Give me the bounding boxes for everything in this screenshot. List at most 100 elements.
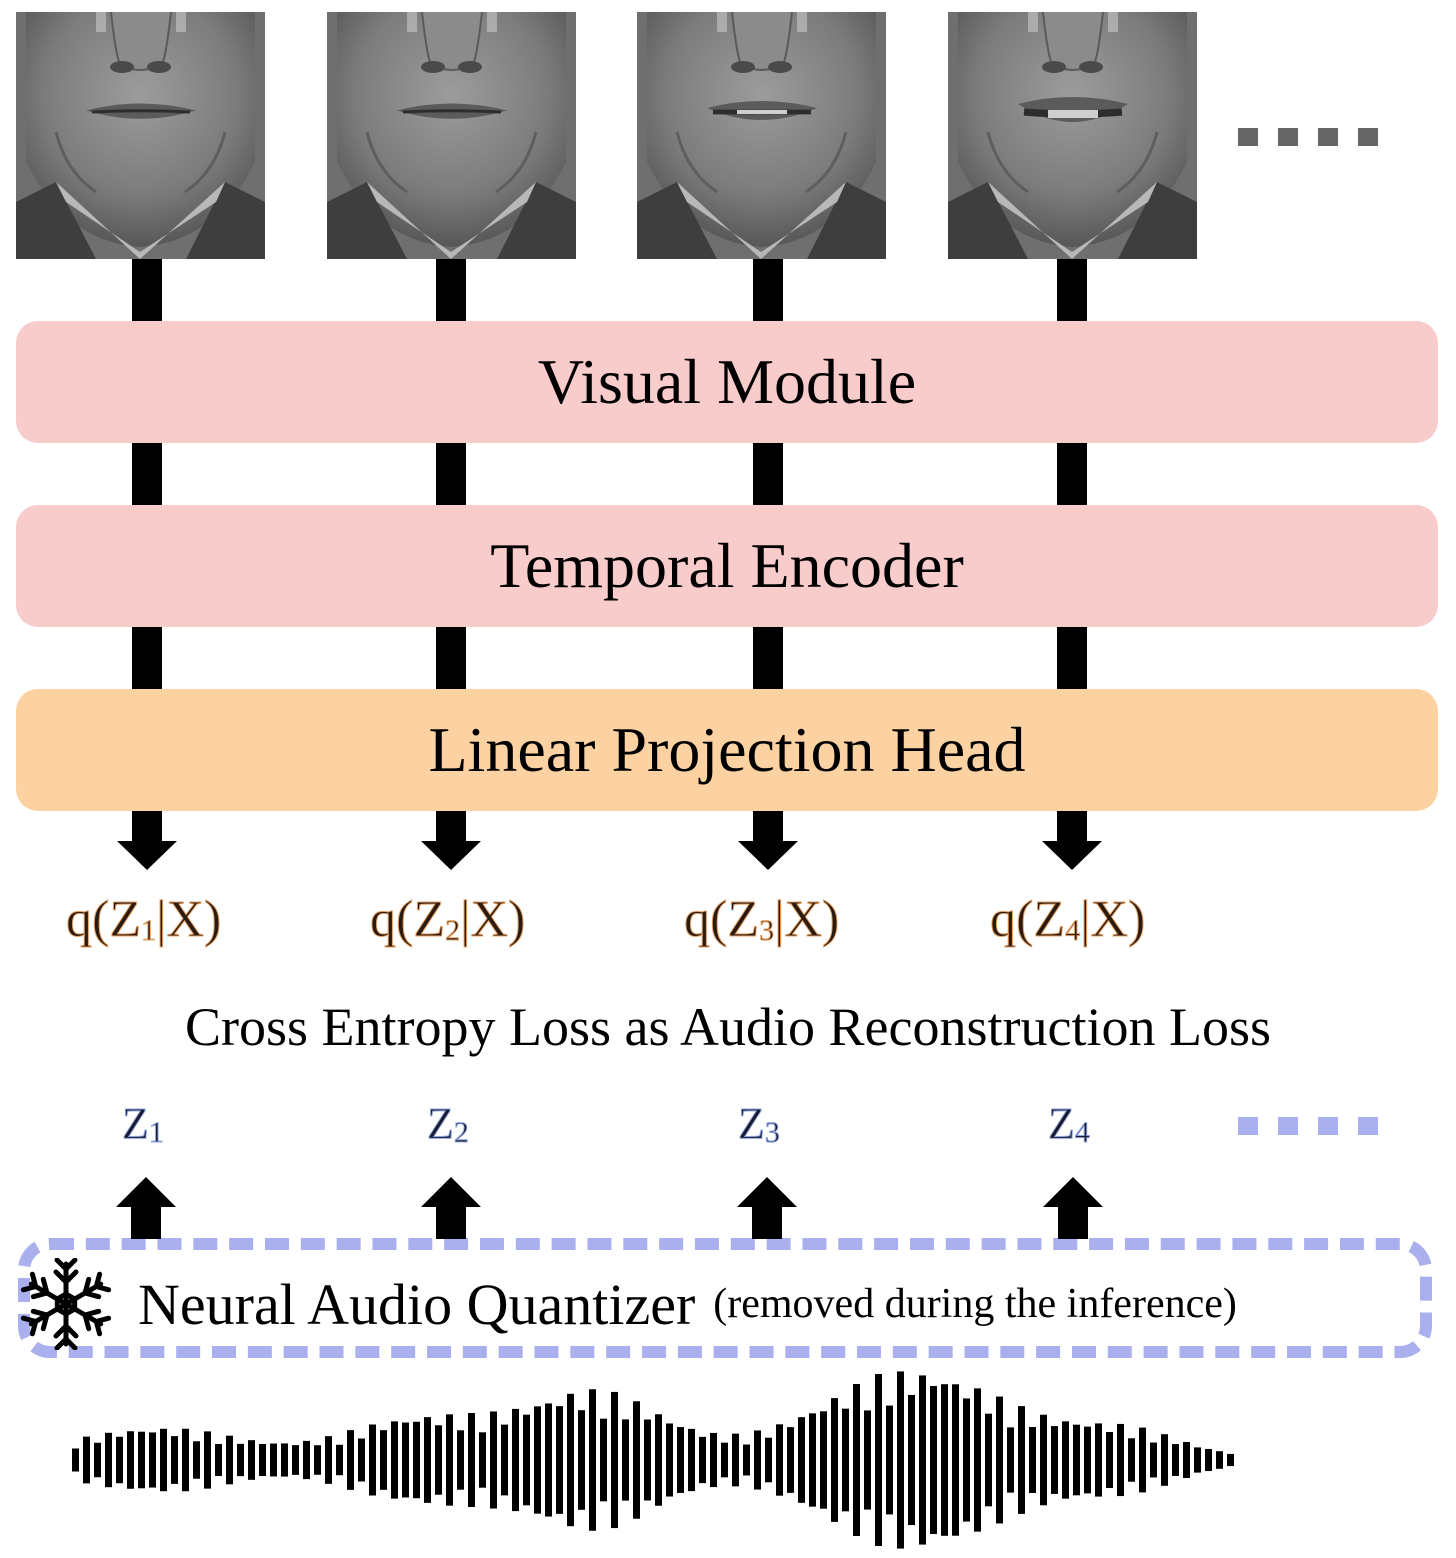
waveform-bar: [743, 1444, 750, 1476]
output-distribution-2: q(Z2|X): [369, 891, 526, 949]
face-frame-1: [16, 12, 265, 259]
waveform-bar: [523, 1414, 530, 1506]
waveform-bar: [270, 1443, 277, 1477]
waveform-bar: [358, 1438, 365, 1482]
face-frame-4: [948, 12, 1197, 259]
connector-stem: [132, 259, 162, 321]
waveform-bar: [677, 1427, 684, 1493]
waveform-bar: [259, 1444, 266, 1476]
waveform-bar: [435, 1425, 442, 1495]
down-arrow: [117, 811, 177, 870]
waveform-bar: [1040, 1414, 1047, 1506]
waveform-bar: [710, 1432, 717, 1488]
waveform-bar: [578, 1410, 585, 1510]
waveform-bar: [105, 1432, 112, 1488]
waveform-bar: [1183, 1441, 1190, 1479]
waveform-bar: [116, 1436, 123, 1484]
waveform-bar: [930, 1386, 937, 1534]
waveform-bar: [1150, 1442, 1157, 1478]
waveform-bar: [1139, 1427, 1146, 1493]
waveform-bar: [919, 1375, 926, 1545]
waveform-bar: [897, 1371, 904, 1549]
connector-stem: [753, 443, 783, 505]
waveform-bar: [589, 1389, 596, 1531]
waveform-bar: [985, 1413, 992, 1507]
waveform-bar: [622, 1419, 629, 1501]
token-3: Z3: [738, 1099, 781, 1150]
waveform-bar: [567, 1393, 574, 1527]
waveform-bar: [534, 1406, 541, 1514]
waveform-bar: [842, 1408, 849, 1512]
waveform-bar: [1007, 1427, 1014, 1493]
waveform-bar: [831, 1398, 838, 1522]
waveform-bar: [160, 1428, 167, 1492]
waveform-bar: [611, 1391, 618, 1529]
waveform-bar: [1117, 1423, 1124, 1497]
waveform-bar: [941, 1384, 948, 1536]
waveform-bar: [204, 1431, 211, 1489]
connector-stem: [1057, 627, 1087, 689]
connector-stem: [436, 443, 466, 505]
quantizer-note: (removed during the inference): [713, 1281, 1237, 1327]
frames-ellipsis: [1238, 128, 1378, 146]
down-arrow: [738, 811, 798, 870]
linear-projection-head-box: Linear Projection Head: [16, 689, 1438, 811]
waveform-bar: [1029, 1427, 1036, 1493]
waveform-bar: [974, 1388, 981, 1532]
connector-stem: [1057, 443, 1087, 505]
waveform-bar: [281, 1443, 288, 1477]
connector-stem: [436, 259, 466, 321]
waveform-bar: [149, 1432, 156, 1488]
connector-stem: [753, 259, 783, 321]
waveform-bar: [369, 1424, 376, 1496]
waveform-bar: [314, 1445, 321, 1475]
waveform-bar: [545, 1403, 552, 1517]
waveform-bar: [402, 1422, 409, 1498]
waveform-bar: [963, 1398, 970, 1522]
waveform-bar: [765, 1437, 772, 1483]
output-distribution-1: q(Z1|X): [65, 891, 222, 949]
up-arrow: [1043, 1177, 1103, 1239]
waveform-bar: [380, 1430, 387, 1490]
temporal-encoder-label: Temporal Encoder: [490, 530, 964, 601]
waveform-bar: [413, 1421, 420, 1499]
waveform-bar: [633, 1401, 640, 1519]
waveform-bar: [809, 1413, 816, 1507]
waveform-bar: [886, 1405, 893, 1515]
waveform-bar: [226, 1435, 233, 1485]
connector-stem: [1057, 259, 1087, 321]
waveform-bar: [83, 1436, 90, 1484]
connector-stem: [132, 627, 162, 689]
waveform-bar: [853, 1384, 860, 1536]
waveform-bar: [215, 1444, 222, 1476]
waveform-bar: [1051, 1426, 1058, 1494]
waveform-bar: [468, 1413, 475, 1507]
connector-stem: [132, 443, 162, 505]
waveform-bar: [1194, 1447, 1201, 1473]
waveform-bar: [1062, 1421, 1069, 1499]
waveform-bar: [193, 1441, 200, 1479]
quantizer-content: Neural Audio Quantizer (removed during t…: [20, 1258, 1237, 1340]
waveform-bar: [688, 1428, 695, 1492]
waveform-bar: [1161, 1434, 1168, 1486]
waveform-bar: [655, 1414, 662, 1506]
connector-stem: [436, 627, 466, 689]
waveform-bar: [292, 1445, 299, 1475]
linear-projection-head-label: Linear Projection Head: [428, 714, 1026, 785]
down-arrow: [1042, 811, 1102, 870]
waveform-bar: [776, 1424, 783, 1496]
output-distribution-4: q(Z4|X): [989, 891, 1146, 949]
waveform-bar: [600, 1418, 607, 1502]
loss-label: Cross Entropy Loss as Audio Reconstructi…: [185, 997, 1271, 1057]
waveform-bar: [457, 1430, 464, 1490]
waveform-bar: [721, 1442, 728, 1478]
waveform-bar: [1172, 1444, 1179, 1476]
temporal-encoder-box: Temporal Encoder: [16, 505, 1438, 627]
waveform-bar: [479, 1432, 486, 1488]
down-arrow: [421, 811, 481, 870]
waveform-bar: [666, 1423, 673, 1497]
waveform-bar: [699, 1436, 706, 1484]
waveform-bar: [347, 1430, 354, 1490]
waveform-bar: [512, 1408, 519, 1512]
face-frame-3: [637, 12, 886, 259]
